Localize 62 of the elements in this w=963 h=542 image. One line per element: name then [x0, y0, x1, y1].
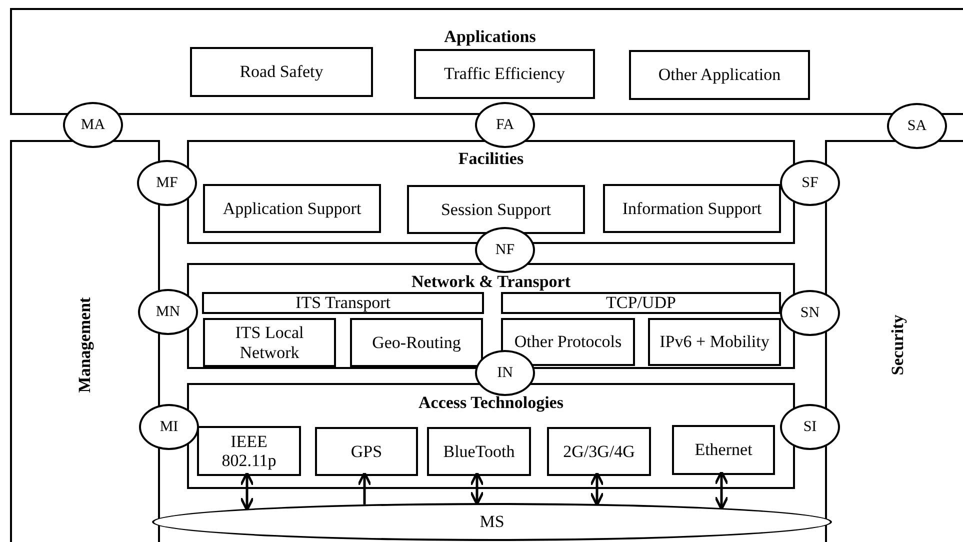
module-label: Session Support [440, 200, 552, 220]
arrow [357, 472, 372, 504]
interface-label: SF [802, 174, 818, 192]
module-label: Traffic Efficiency [444, 64, 565, 84]
module-box [414, 49, 595, 99]
layer-box [187, 263, 795, 369]
module-label: GPS [350, 442, 382, 462]
module-box [501, 318, 635, 366]
interface-label: MF [156, 174, 178, 192]
module-label: Other Application [658, 65, 781, 85]
side-panel [825, 140, 963, 542]
module-box [203, 184, 381, 233]
module-label: Information Support [622, 198, 762, 218]
module-label: Application Support [222, 198, 362, 218]
arrow [240, 472, 254, 512]
module-box [603, 184, 781, 233]
layer-title: Network & Transport [412, 273, 570, 290]
module-box [629, 50, 810, 100]
module-box [407, 185, 585, 234]
ellipse-label: MS [480, 512, 504, 532]
panel-title: Management [75, 297, 95, 393]
module-box [672, 425, 775, 475]
module-label: IPv6 + Mobility [660, 332, 770, 352]
module-box [190, 47, 373, 97]
interface-label: SA [907, 118, 927, 134]
module-box [350, 318, 483, 367]
module-box [648, 318, 781, 366]
module-label: ITS Transport [296, 293, 390, 313]
module-box [203, 318, 336, 367]
module-label: IEEE 802.11p [220, 432, 278, 470]
interface-label: SN [800, 304, 820, 322]
module-box [197, 426, 301, 476]
module-box [547, 427, 651, 476]
layer-title: Facilities [458, 150, 524, 167]
layer-title: Access Technologies [418, 394, 564, 411]
module-label: ITS Local Network [234, 323, 305, 362]
module-label: BlueTooth [443, 442, 515, 462]
module-label: Ethernet [694, 440, 752, 460]
module-label: Other Protocols [514, 332, 622, 352]
arrow [590, 472, 604, 506]
interface-label: NF [495, 242, 515, 258]
module-box [427, 427, 531, 476]
arrow [470, 472, 484, 506]
module-box [202, 292, 484, 314]
panel-title: Security [888, 314, 908, 376]
module-label: Geo-Routing [372, 332, 461, 352]
arrow [714, 470, 729, 510]
layer-box [10, 8, 963, 115]
interface-label: MA [80, 116, 106, 134]
module-label: TCP/UDP [606, 293, 676, 313]
interface-label: MI [160, 418, 178, 436]
interface-label: FA [496, 116, 514, 134]
layer-title: Applications [444, 28, 536, 45]
layer-box [187, 140, 795, 244]
interface-label: IN [497, 364, 513, 382]
module-label: Road Safety [240, 62, 324, 82]
module-label: 2G/3G/4G [563, 442, 635, 462]
interface-label: SI [803, 418, 817, 436]
layer-box [187, 383, 795, 489]
interface-label: MN [156, 304, 180, 320]
module-box [501, 292, 781, 314]
module-box [315, 427, 418, 476]
